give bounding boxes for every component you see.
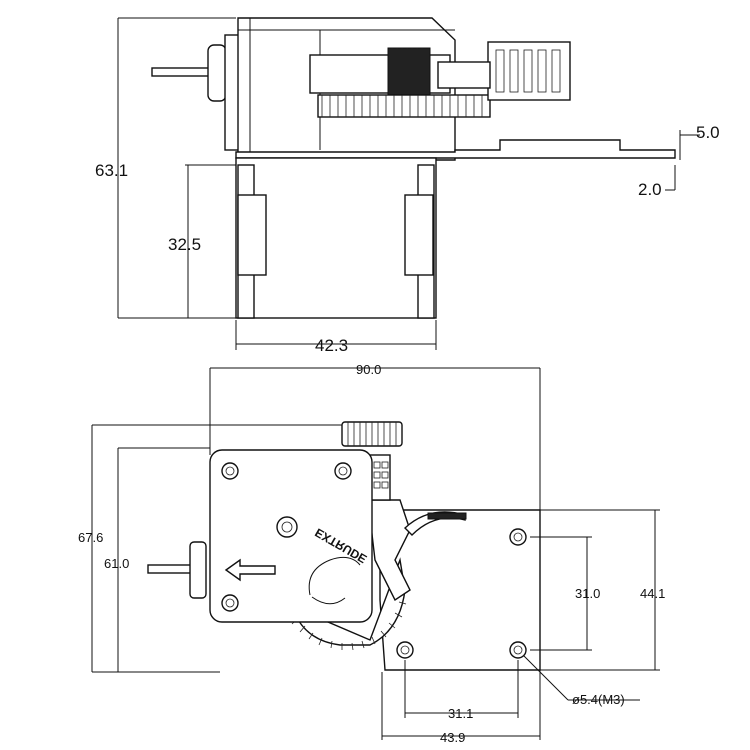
side-lower-stand (235, 157, 437, 319)
dim-total-width: 90.0 (356, 362, 381, 377)
dim-plate-offset: 2.0 (638, 180, 662, 199)
side-left-bracket (237, 194, 267, 276)
dim-plate-thickness: 5.0 (696, 123, 720, 142)
dim-lower-height: 32.5 (168, 235, 201, 254)
front-plate-hole-top (509, 528, 527, 546)
front-plate-hole-bottom-right (509, 641, 527, 659)
front-idler-arm (367, 499, 411, 602)
side-mount-plate (235, 139, 676, 159)
side-right-bracket (404, 194, 434, 276)
side-large-gear (317, 94, 491, 118)
front-center-screw (276, 516, 298, 538)
dim-total-height: 63.1 (95, 161, 128, 180)
front-lever-tip (427, 512, 467, 520)
dim-plate-height: 44.1 (640, 586, 665, 601)
dim-hole-horizontal-spacing: 31.1 (448, 706, 473, 721)
front-plate-hole-bottom-left (396, 641, 414, 659)
front-direction-arrow-icon (224, 558, 276, 582)
side-shaft-boss (207, 44, 227, 102)
dim-base-width: 42.3 (315, 336, 348, 355)
dim-hole-spec: ø5.4(M3) (572, 692, 625, 707)
front-screw-bottom-left (221, 594, 239, 612)
front-view: 90.0 67.6 61.0 (78, 362, 665, 745)
dim-plate-width: 43.9 (440, 730, 465, 745)
dim-hole-vertical-spacing: 31.0 (575, 586, 600, 601)
front-screw-top-left (221, 462, 239, 480)
front-curved-arrow-icon (308, 556, 361, 596)
side-motor-shaft (151, 67, 215, 77)
side-view: 63.1 32.5 42.3 5.0 2.0 (95, 17, 720, 355)
side-idler-arm (437, 61, 491, 89)
front-mount-plate (379, 509, 541, 671)
front-shaft-boss (189, 541, 207, 599)
side-tension-knob (487, 41, 571, 101)
dim-front-total-height: 67.6 (78, 530, 103, 545)
front-screw-top-right (334, 462, 352, 480)
side-drive-gear (387, 47, 431, 97)
dim-body-height: 61.0 (104, 556, 129, 571)
